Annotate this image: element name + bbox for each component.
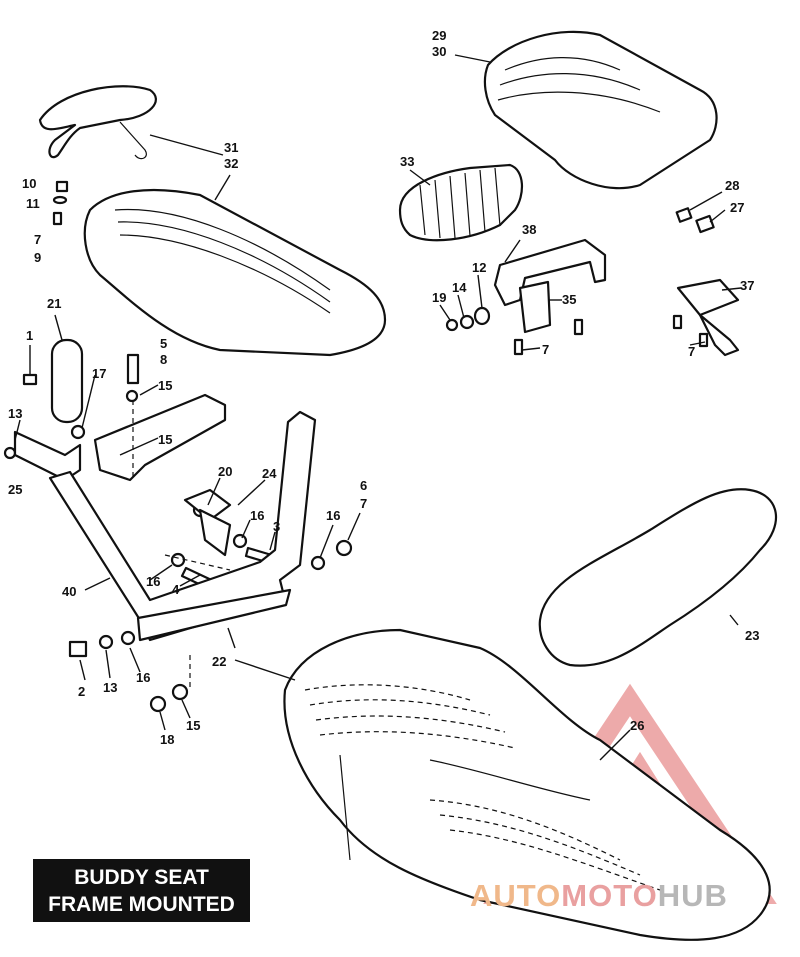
callout-16: 16: [250, 508, 264, 523]
backrest-pad-part: [398, 163, 523, 242]
callout-27: 27: [730, 200, 744, 215]
callout-26: 26: [630, 718, 644, 733]
callout-6: 6: [360, 478, 367, 493]
callout-14: 14: [452, 280, 467, 295]
callout-40: 40: [62, 584, 76, 599]
callout-7b: 7: [542, 342, 549, 357]
rear-pad-part: [483, 30, 718, 190]
callout-19: 19: [432, 290, 446, 305]
callout-23: 23: [745, 628, 759, 643]
callout-7c: 7: [688, 344, 695, 359]
side-bracket-part: [676, 278, 740, 357]
callout-12: 12: [472, 260, 486, 275]
grab-handle-part: [38, 85, 157, 160]
callout-30: 30: [432, 44, 446, 59]
callout-4: 4: [172, 582, 180, 597]
buddy-seat-frame-part: [48, 393, 317, 642]
watermark-part-hub: HUB: [657, 878, 728, 913]
watermark-text: AUTOMOTOHUB: [470, 878, 728, 914]
callout-9: 9: [34, 250, 41, 265]
leader-lines: [14, 54, 742, 761]
backrest-bracket-part: [493, 238, 607, 307]
callout-21: 21: [47, 296, 61, 311]
callout-32: 32: [224, 156, 238, 171]
callout-31: 31: [224, 140, 238, 155]
callout-2: 2: [78, 684, 85, 699]
callout-29: 29: [432, 28, 446, 43]
callout-16d: 16: [136, 670, 150, 685]
callout-16c: 16: [146, 574, 160, 589]
caption-line-1: BUDDY SEAT: [74, 865, 209, 889]
callout-33: 33: [400, 154, 414, 169]
callout-25: 25: [8, 482, 22, 497]
bar-bracket-part: [13, 430, 82, 482]
watermark-part-moto: MOTO: [561, 878, 658, 913]
callout-5: 5: [160, 336, 167, 351]
dual-seat-part: [283, 628, 771, 941]
callout-8: 8: [160, 352, 167, 367]
diagram-caption-box: BUDDY SEAT FRAME MOUNTED: [33, 859, 250, 922]
callout-15c: 15: [186, 718, 200, 733]
callout-18: 18: [160, 732, 174, 747]
callout-numbers: 29 30 31 32 33 10 11 7 9 28 27 38 12 14 …: [8, 28, 759, 747]
callout-15b: 15: [158, 432, 172, 447]
callout-37: 37: [740, 278, 754, 293]
callout-10: 10: [22, 176, 36, 191]
callout-3: 3: [273, 519, 280, 534]
callout-11: 11: [26, 196, 40, 211]
buddy-seat-part: [538, 488, 778, 667]
callout-24: 24: [262, 466, 277, 481]
callout-15: 15: [158, 378, 172, 393]
mount-plate-part: [518, 280, 552, 334]
callout-20: 20: [218, 464, 232, 479]
callout-35: 35: [562, 292, 576, 307]
callout-13b: 13: [103, 680, 117, 695]
solo-seat-part: [83, 188, 387, 357]
callout-17: 17: [92, 366, 106, 381]
callout-22: 22: [212, 654, 226, 669]
caption-line-2: FRAME MOUNTED: [48, 892, 235, 916]
callout-7d: 7: [360, 496, 367, 511]
strap-part: [50, 338, 84, 424]
callout-28: 28: [725, 178, 739, 193]
callout-1: 1: [26, 328, 33, 343]
callout-16b: 16: [326, 508, 340, 523]
watermark-part-auto: AUTO: [470, 878, 562, 913]
callout-7: 7: [34, 232, 41, 247]
callout-13: 13: [8, 406, 22, 421]
hardware-parts: [3, 180, 715, 713]
callout-38: 38: [522, 222, 536, 237]
